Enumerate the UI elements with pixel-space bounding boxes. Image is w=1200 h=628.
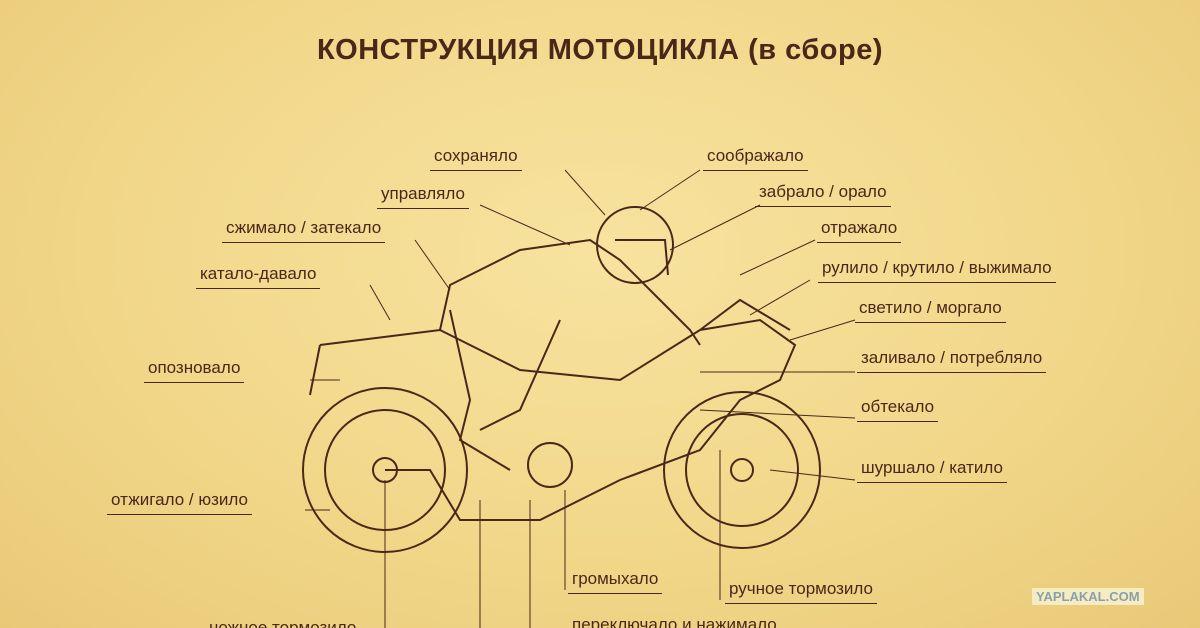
label-svetilo: светило / моргало [855,298,1006,323]
label-zalivalo: заливало / потребляло [857,348,1047,373]
label-upravlyalo: управляло [377,184,469,209]
label-sokhranyalo: сохраняло [430,146,522,171]
label-otzhigalo: отжигало / юзило [107,490,252,515]
label-otrazhalo: отражало [817,218,902,243]
label-rulilo: рулило / крутило / выжимало [818,258,1056,283]
engine [527,442,573,488]
rider [439,238,701,471]
label-shurshalo: шуршало / катило [857,458,1007,483]
label-nozhnoe: ножное тормозило [205,618,360,628]
label-tormozilo: ручное тормозило [725,579,877,604]
label-gromykhalo: громыхало [568,569,663,594]
label-katalo: катало-давало [196,264,321,289]
label-zabralo: забрало / орало [755,182,891,207]
label-obtekalo: обтекало [857,397,939,422]
label-soobrazhalo: соображало [703,146,808,171]
label-szhimalo: сжимало / затекало [222,218,386,243]
watermark: YAPLAKAL.COM [1032,588,1144,605]
helmet [596,206,674,284]
label-pereklyuchalo: переключало и нажимало [568,615,781,628]
label-opoznovalo: опозновало [144,358,245,383]
leader-lines [305,169,856,628]
front-wheel [663,391,821,549]
page-title: КОНСТРУКЦИЯ МОТОЦИКЛА (в сборе) [316,34,884,66]
bike-body [309,298,797,521]
